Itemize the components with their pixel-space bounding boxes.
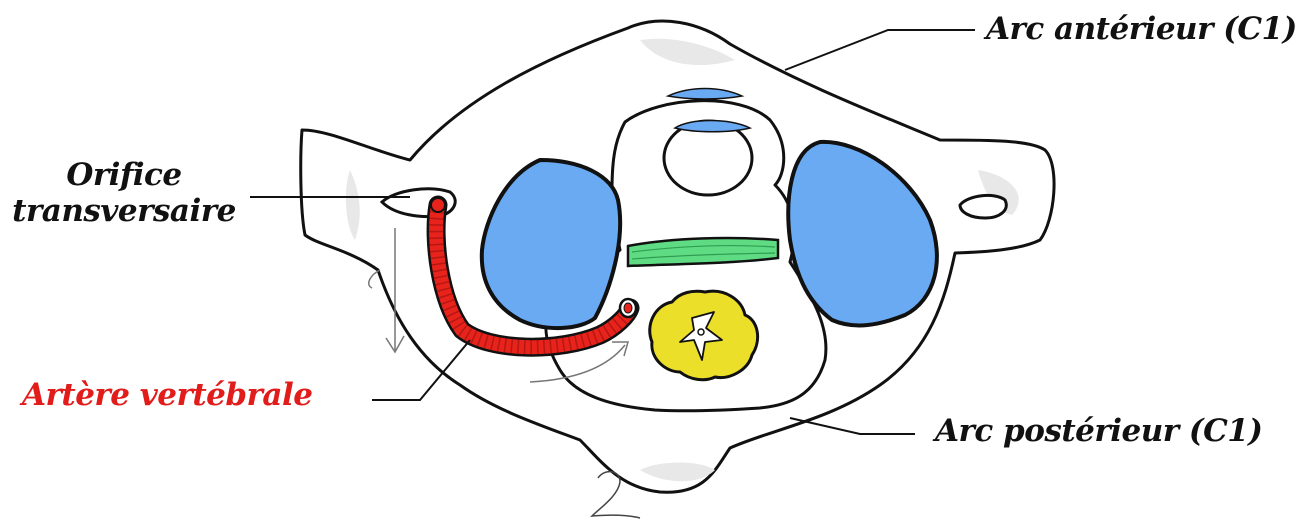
artery-cut-lumen: [624, 303, 632, 313]
artery-top-end: [431, 198, 445, 212]
label-transverse-foramen-line2: transversaire: [4, 194, 244, 230]
label-anterior-arch: Arc antérieur (C1): [986, 12, 1295, 48]
label-posterior-arch: Arc postérieur (C1): [935, 414, 1262, 450]
leader-anterior-arch: [785, 30, 975, 70]
label-transverse-foramen-line1: Orifice: [4, 158, 244, 194]
label-transverse-foramen: Orifice transversaire: [4, 158, 244, 229]
right-transverse-foramen: [960, 195, 1006, 218]
central-canal: [698, 329, 704, 335]
label-vertebral-artery: Artère vertébrale: [22, 378, 312, 414]
